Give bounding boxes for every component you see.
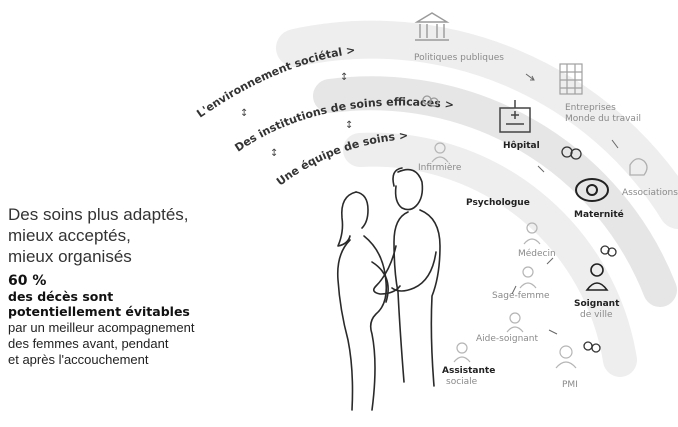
node-monde-travail: Monde du travail xyxy=(565,114,641,124)
band-inner xyxy=(343,132,637,377)
tagline: Des soins plus adaptés, mieux acceptés, … xyxy=(8,204,338,267)
node-infirmiere: Infirmière xyxy=(418,162,462,173)
speech-bubble-icon xyxy=(561,146,582,160)
nurse-icon xyxy=(431,142,449,163)
node-assistante: Assistante xyxy=(442,366,495,376)
stat-label: des décès sont potentiellement évitables xyxy=(8,289,338,319)
node-medecin: Médecin xyxy=(518,248,556,259)
stat-label-line-2: potentiellement évitables xyxy=(8,304,190,319)
connector-arrows xyxy=(511,73,619,335)
node-soignant: Soignant xyxy=(574,299,620,309)
stat-description: par un meilleur acompagnement des femmes… xyxy=(8,320,338,368)
stat-label-line-1: des décès sont xyxy=(8,289,114,304)
pmi-icon xyxy=(555,345,577,369)
social-worker-icon xyxy=(453,342,471,363)
tagline-line-1: Des soins plus adaptés, xyxy=(8,205,189,224)
node-politiques-publiques: Politiques publiques xyxy=(414,53,504,63)
building-icon xyxy=(414,12,450,41)
desc-line-3: et après l'accouchement xyxy=(8,352,149,367)
speech-bubble-icon xyxy=(600,245,617,257)
speech-bubble-icon xyxy=(583,341,601,353)
node-entreprises: Entreprises xyxy=(565,103,616,113)
doctor-icon xyxy=(523,222,541,245)
left-text-block: Des soins plus adaptés, mieux acceptés, … xyxy=(8,204,338,368)
node-aide-soignant: Aide-soignant xyxy=(476,334,538,344)
band-middle xyxy=(313,76,677,307)
node-sociale: sociale xyxy=(446,377,478,387)
couple-illustration xyxy=(336,167,441,411)
speech-bubbles xyxy=(422,95,617,353)
caregiver-icon xyxy=(585,263,609,291)
updown-arrow-icon: ↕ xyxy=(345,120,353,131)
updown-arrow-icon: ↕ xyxy=(340,72,348,83)
node-associations: Associations xyxy=(622,188,678,198)
hand-icon xyxy=(629,158,648,176)
speech-bubble-icon xyxy=(422,95,439,107)
node-sage-femme: Sage-femme xyxy=(492,291,550,301)
office-building-icon xyxy=(559,63,583,95)
desc-line-1: par un meilleur acompagnement xyxy=(8,320,195,335)
updown-arrow-icon: ↕ xyxy=(240,108,248,119)
updown-arrow-icon: ↕ xyxy=(270,148,278,159)
node-de-ville: de ville xyxy=(580,310,613,320)
hospital-icon xyxy=(499,100,531,133)
node-psychologue: Psychologue xyxy=(466,198,530,208)
tagline-line-2: mieux acceptés, xyxy=(8,226,131,245)
tagline-line-3: mieux organisés xyxy=(8,247,132,266)
maternity-icon xyxy=(575,178,609,202)
desc-line-2: des femmes avant, pendant xyxy=(8,336,169,351)
midwife-icon xyxy=(519,266,537,289)
updown-arrows: ↕ ↕ ↕ ↕ xyxy=(240,72,353,159)
node-pmi: PMI xyxy=(562,380,578,390)
node-maternite: Maternité xyxy=(574,209,624,220)
node-hopital: Hôpital xyxy=(503,140,540,151)
aide-soignant-icon xyxy=(506,312,524,333)
stat-value: 60 % xyxy=(8,273,47,289)
